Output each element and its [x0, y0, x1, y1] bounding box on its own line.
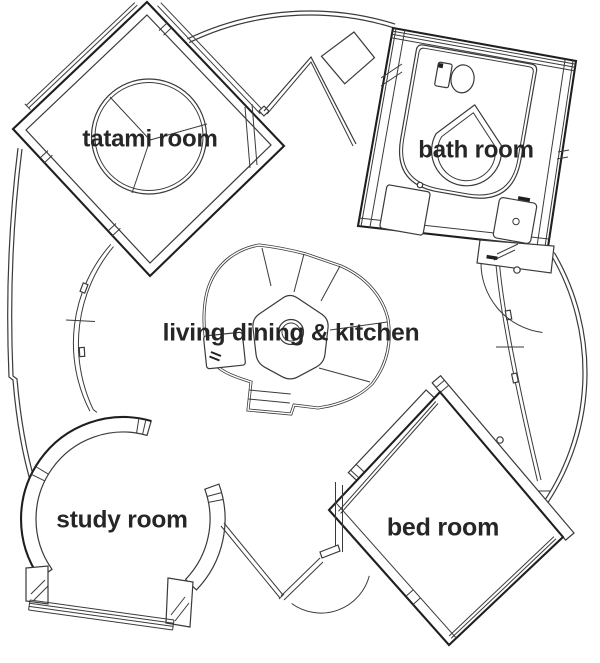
room-tatami: [11, 0, 286, 278]
door-swing-arc: [291, 575, 370, 614]
room-living-dining-kitchen: [202, 243, 391, 416]
wall-jamb: [39, 150, 53, 164]
bed-door: [280, 482, 370, 614]
wall-hatch: [206, 492, 224, 503]
bath-sink: [492, 197, 538, 244]
wall-hatch: [170, 596, 190, 622]
tatami-mat-seams: [109, 96, 208, 194]
window-band-left: [65, 243, 114, 413]
door-tracks: [391, 30, 576, 72]
entrance: [263, 31, 376, 147]
entrance-porch: [320, 31, 376, 85]
label-living-dining-kitchen: living dining & kitchen: [163, 319, 420, 346]
entrance-canopy: [263, 55, 357, 145]
toilet-cistern: [434, 61, 453, 89]
label-bed-room: bed room: [387, 514, 499, 542]
wall-jamb: [107, 223, 121, 237]
door-rails: [448, 536, 557, 639]
door-rails: [25, 2, 138, 109]
knob-dots: [416, 181, 521, 444]
bath-left-wall: [360, 28, 406, 229]
wall-jamb: [405, 589, 421, 605]
tatami-inner-wall: [25, 14, 272, 264]
closet-partition: [244, 103, 258, 169]
wet-area: [399, 44, 538, 199]
wall-hatch: [380, 63, 403, 87]
center-circle: [277, 318, 305, 346]
room-bed: [280, 374, 575, 647]
door-rails: [157, 2, 264, 115]
room-bath: [356, 26, 578, 274]
bath-fixtures: [399, 44, 538, 199]
step-line: [248, 398, 290, 404]
study-wall-band: [20, 416, 152, 579]
step-line: [249, 389, 291, 395]
kitchen-sink: [203, 331, 246, 370]
room-study: [20, 416, 226, 631]
building-boundary: [7, 10, 588, 512]
wall-hatch: [435, 379, 450, 393]
label-tatami-room: tatami room: [82, 125, 217, 152]
wall-hatch: [30, 579, 49, 601]
door-hinge-block: [319, 544, 341, 559]
tick-mark: [65, 319, 96, 322]
window-mullion: [78, 346, 86, 358]
window-mullion: [510, 372, 520, 384]
study-corner-block: [25, 565, 49, 605]
faucet-mark: [517, 196, 531, 202]
room-labels: tatami room bath room living dining & ki…: [56, 125, 534, 542]
label-study-room: study room: [56, 506, 187, 533]
wall-hatch: [31, 466, 49, 482]
bath-door-swing-arc: [480, 259, 543, 333]
toilet-flush: [438, 63, 444, 69]
washing-machine: [379, 184, 431, 236]
door-rails: [338, 401, 439, 514]
door-leaf: [280, 557, 324, 601]
door-jamb: [335, 482, 343, 552]
wall-hatch: [493, 243, 519, 261]
kitchen-island: [252, 294, 329, 380]
faucet-mark: [209, 351, 222, 362]
bath-step: [476, 239, 555, 274]
label-bath-room: bath room: [418, 136, 534, 163]
corridor-wall: [220, 522, 285, 600]
wall-hatch: [350, 463, 365, 479]
window-mullion: [79, 282, 89, 294]
tatami-mat: [90, 78, 208, 195]
toilet-bowl: [450, 64, 475, 94]
study-bottom-tracks: [28, 599, 175, 631]
wall-jamb: [556, 149, 570, 160]
wall-jamb: [158, 22, 172, 36]
bath-right-wall: [536, 59, 574, 247]
study-corner-block: [165, 577, 194, 628]
wall-hatch: [136, 418, 147, 435]
bathtub: [431, 104, 503, 187]
